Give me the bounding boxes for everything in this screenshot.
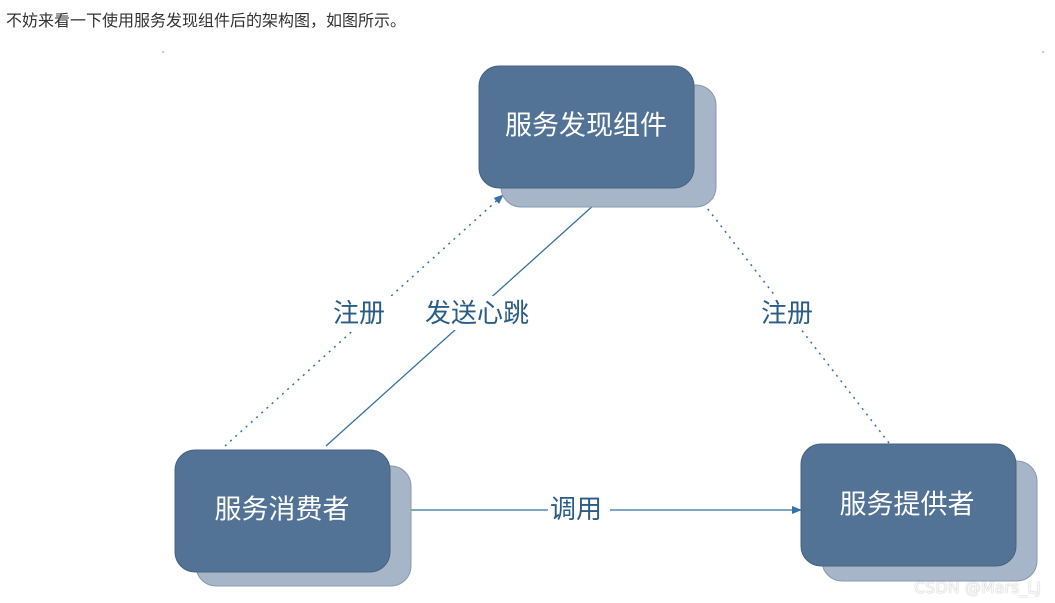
- node-service-discovery-label: 服务发现组件: [505, 111, 667, 142]
- node-service-consumer: 服务消费者: [174, 449, 412, 587]
- label-provider-register: 注册: [761, 299, 813, 329]
- node-service-provider-label: 服务提供者: [840, 490, 975, 521]
- watermark-text: CSDN @Mars_LJ: [914, 578, 1041, 597]
- label-consumer-heartbeat: 发送心跳: [425, 299, 529, 329]
- label-consumer-register: 注册: [333, 299, 385, 329]
- node-service-provider: 服务提供者: [800, 443, 1038, 582]
- node-service-consumer-label: 服务消费者: [215, 495, 350, 526]
- node-service-discovery: 服务发现组件: [478, 65, 717, 208]
- intro-text: 不妨来看一下使用服务发现组件后的架构图，如图所示。: [6, 11, 407, 30]
- label-consumer-call: 调用: [550, 495, 602, 525]
